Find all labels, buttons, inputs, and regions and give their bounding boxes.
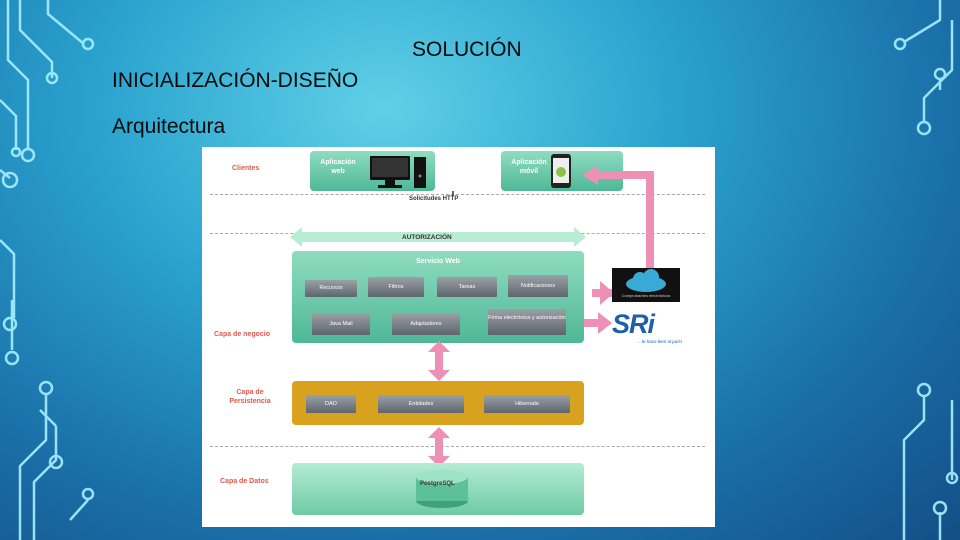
http-arrow: [452, 191, 454, 196]
database-label: PostgreSQL: [420, 481, 455, 487]
double-arrow-persistencia-datos: [428, 427, 450, 467]
double-arrow-negocio-persistencia: [428, 341, 450, 381]
cloud-arrowhead: [600, 281, 614, 305]
mobile-link-v: [646, 171, 654, 297]
cloud-caption: Comprobantes electrónicos: [621, 293, 671, 298]
desktop-computer-icon: [370, 156, 426, 188]
cloud-logo: Comprobantes electrónicos: [612, 268, 680, 302]
layer-label-clientes: Clientes: [232, 165, 260, 172]
persistence-dao: DAO: [306, 395, 356, 413]
sri-arrowhead: [598, 312, 612, 334]
module-recursos: Recursos: [305, 280, 357, 297]
layer-label-persistencia: Capa de Persistencia: [229, 389, 271, 405]
slide-title: SOLUCIÓN: [412, 38, 522, 61]
mobile-arrowhead: [582, 165, 598, 185]
architecture-diagram: Clientes Capa de negocio Capa de Persist…: [202, 147, 715, 527]
android-phone-icon: [551, 154, 571, 188]
layer-label-negocio: Capa de negocio: [214, 331, 271, 338]
web-service-title: Servicio Web: [416, 258, 460, 265]
separator: [210, 194, 705, 195]
sri-logo-text: SRi: [612, 309, 655, 339]
persistence-hibernate: Hibernate: [484, 395, 570, 413]
cloud-icon: [626, 269, 666, 292]
module-tareas: Tareas: [437, 277, 497, 297]
mobile-link-h: [594, 171, 654, 179]
section-label: Arquitectura: [112, 115, 226, 138]
module-firma: Firma electrónica y autorización: [488, 309, 566, 335]
client-web-box: Aplicación web: [310, 151, 435, 191]
layer-label-datos: Capa de Datos: [220, 478, 269, 485]
database-icon: [416, 470, 468, 508]
separator: [210, 446, 705, 447]
client-web-label: Aplicación web: [320, 159, 356, 175]
authorization-label: AUTORIZACIÓN: [402, 234, 452, 241]
module-filtros: Filtros: [368, 277, 424, 297]
sri-caption: ...le hace bien al país!: [638, 339, 682, 344]
sri-logo: SRi ...le hace bien al país!: [612, 309, 682, 349]
authorization-arrow: [290, 227, 586, 247]
module-java-mail: Java Mail: [312, 313, 370, 335]
client-mobile-label: Aplicación móvil: [511, 159, 547, 175]
module-adaptadores: Adaptadores: [392, 313, 460, 335]
slide-subtitle: INICIALIZACIÓN-DISEÑO: [112, 69, 359, 92]
sri-link: [584, 319, 600, 327]
persistence-entidades: Entidades: [378, 395, 464, 413]
http-label: Solicitudes HTTP: [409, 196, 459, 202]
module-notificaciones: Notificaciones: [508, 275, 568, 297]
